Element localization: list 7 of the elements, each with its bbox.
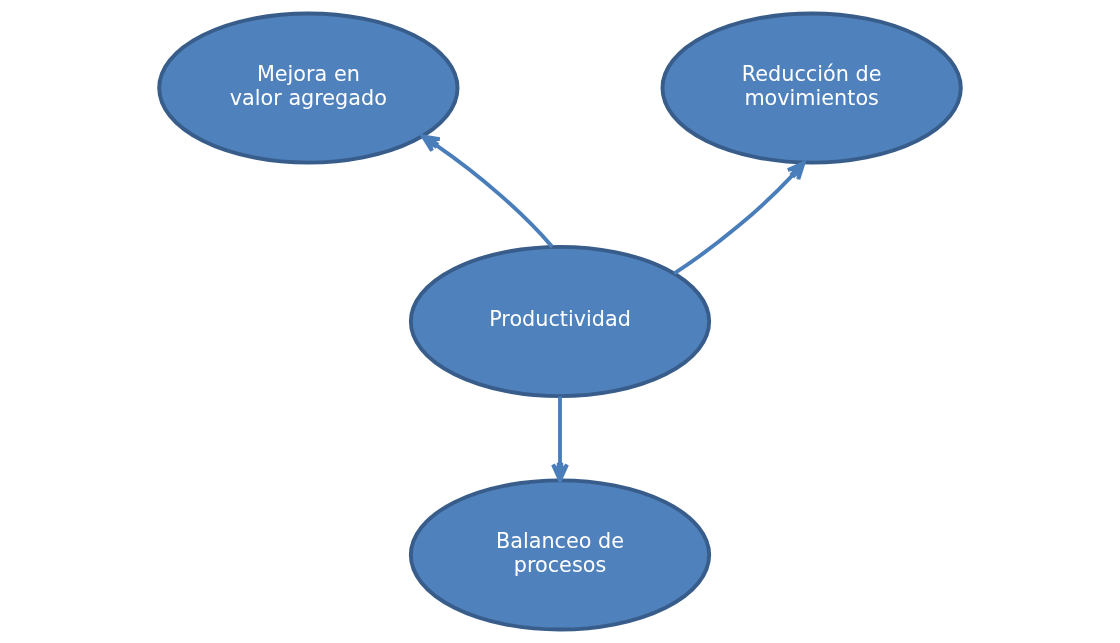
arrow	[420, 134, 554, 249]
node-ellipse: Mejora en valor agregado	[157, 11, 460, 165]
node-ellipse: Reducción de movimientos	[660, 11, 963, 165]
node-ellipse: Balanceo de procesos	[408, 478, 712, 632]
arrow	[551, 396, 569, 483]
arrow	[673, 161, 806, 275]
node-ellipse: Productividad	[408, 244, 712, 399]
